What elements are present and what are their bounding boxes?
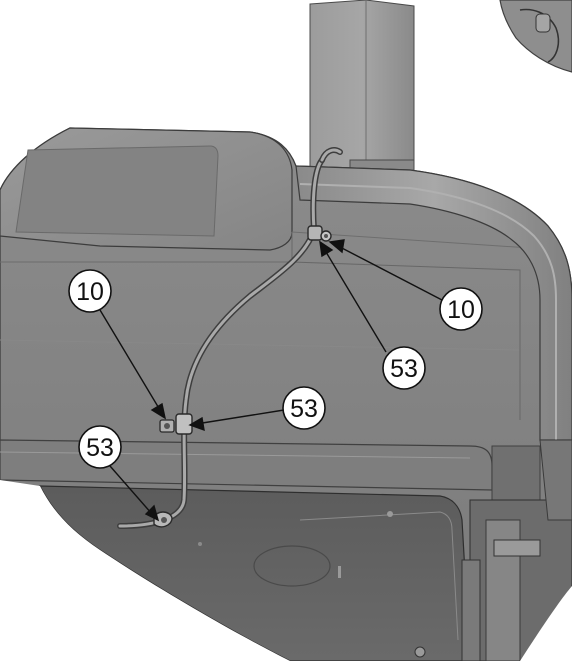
callout-c5: 53	[78, 425, 122, 469]
arrow-head	[328, 239, 345, 254]
callout-circle	[78, 425, 122, 469]
callout-c4: 53	[282, 386, 326, 430]
callout-circle	[68, 269, 112, 313]
leader-line	[195, 409, 285, 425]
leader-line	[337, 245, 443, 301]
callout-circle	[382, 346, 426, 390]
arrow-head	[188, 416, 205, 432]
callout-label: 53	[390, 355, 418, 383]
callout-label: 10	[447, 296, 475, 324]
cutaway-background	[0, 480, 290, 661]
leader-line	[99, 309, 161, 411]
callout-label: 10	[76, 278, 104, 306]
clamp-top	[307, 225, 332, 242]
callout-circle	[282, 386, 326, 430]
clamp-middle	[159, 413, 193, 435]
callout-c3: 53	[382, 346, 426, 390]
callout-label: 53	[86, 434, 114, 462]
leader-line	[325, 251, 387, 353]
callout-circle	[439, 287, 483, 331]
leader-line	[109, 465, 153, 515]
callout-c2: 10	[439, 287, 483, 331]
arrow-head	[319, 240, 334, 258]
leader-lines	[99, 239, 443, 522]
callout-label: 53	[290, 395, 318, 423]
clamp-bottom	[153, 511, 173, 528]
callout-c1: 10	[68, 269, 112, 313]
arrow-head	[144, 504, 160, 522]
arrow-head	[150, 402, 167, 420]
vertical-post	[309, 0, 415, 173]
corner-part	[499, 0, 572, 73]
